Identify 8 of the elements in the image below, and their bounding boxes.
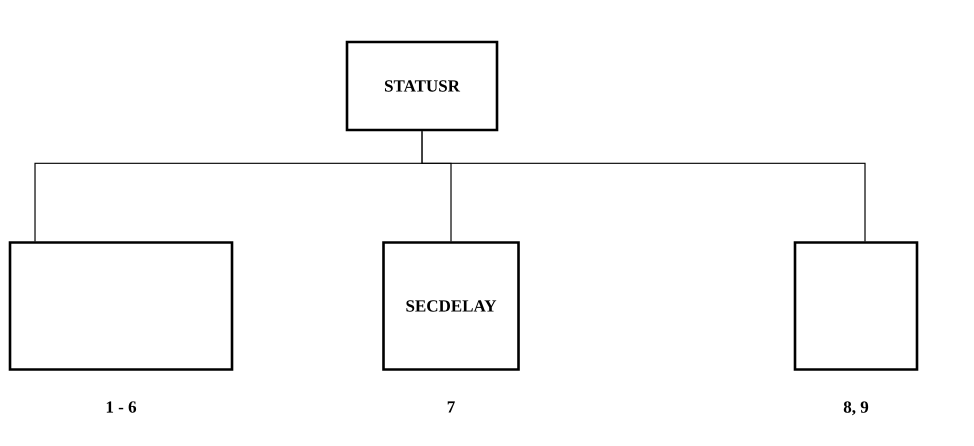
connector-line <box>421 131 866 242</box>
process-box <box>8 241 234 371</box>
box-caption: 7 <box>448 401 455 412</box>
process-box <box>794 241 918 371</box>
box-caption: 1 - 6 <box>106 401 136 413</box>
box-caption: 8, 9 <box>844 401 868 416</box>
process-box: STATUSR <box>346 40 498 132</box>
process-box: SECDELAY <box>382 241 520 371</box>
